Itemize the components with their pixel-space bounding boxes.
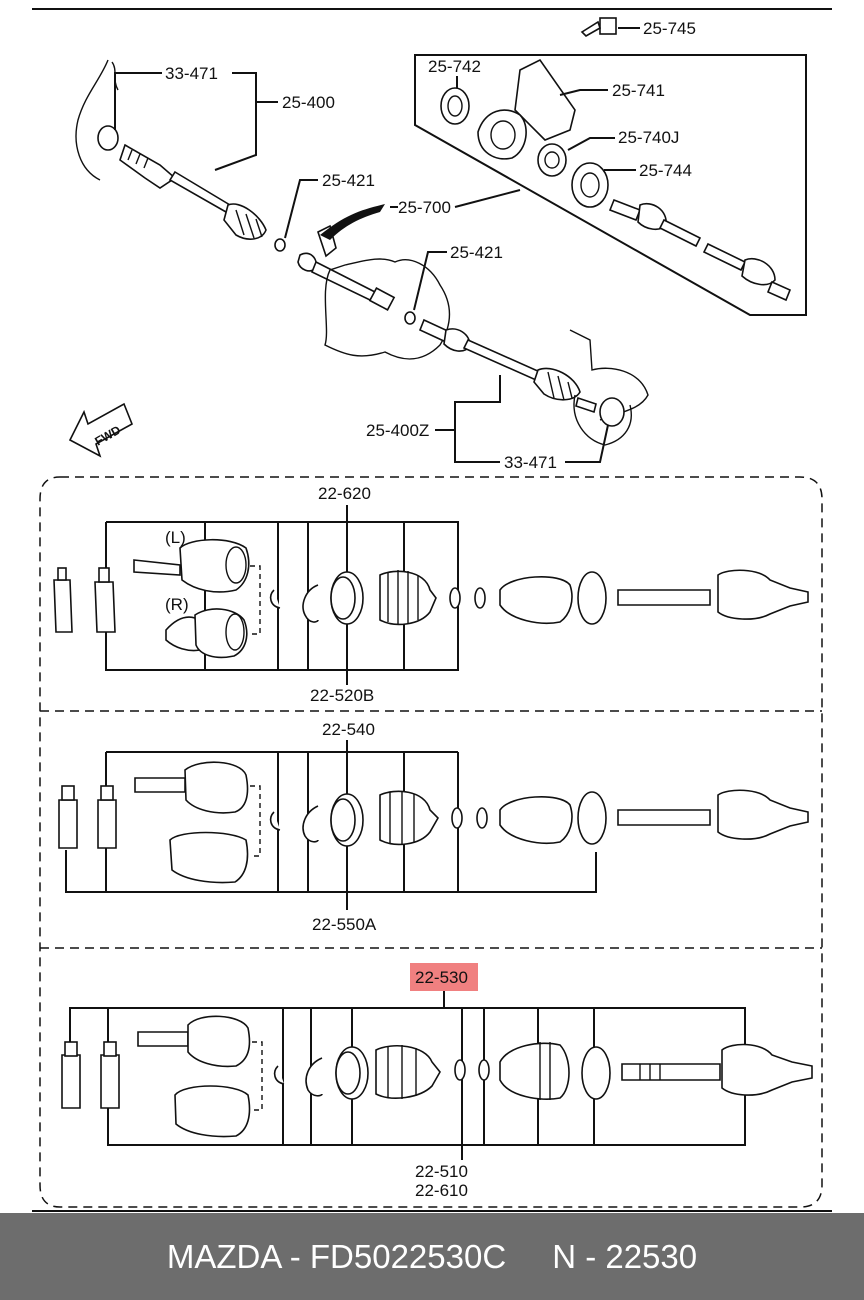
label-25-741: 25-741 — [612, 81, 665, 100]
outer-joint-1 — [717, 569, 809, 620]
inset-shaft — [608, 198, 792, 302]
label-25-745: 25-745 — [643, 19, 696, 38]
inset-box — [414, 54, 807, 316]
footer-part-number: MAZDA - FD5022530C — [166, 1237, 507, 1275]
footer-bar: MAZDA - FD5022530C N - 22530 — [0, 1213, 864, 1300]
driveshaft-right — [418, 318, 597, 414]
label-side-L: (L) — [165, 528, 186, 547]
detail-panel-3: 22-530 22-510 22-610 — [61, 963, 813, 1200]
bearing-25-742 — [440, 87, 470, 125]
detail-panel-2: 22-540 22-550A — [58, 720, 809, 934]
label-25-740J: 25-740J — [618, 128, 679, 147]
label-25-421-a: 25-421 — [322, 171, 375, 190]
intermediate-shaft — [297, 204, 396, 311]
seal-25-744 — [571, 162, 609, 208]
boot-2 — [499, 576, 573, 624]
clip-25-421-a — [274, 238, 286, 252]
joint-L-stub — [133, 559, 181, 576]
clip-25-421-b — [404, 311, 416, 325]
label-33-471-a: 33-471 — [165, 64, 218, 83]
grease-tube-a — [53, 579, 73, 633]
oil-seal-right — [599, 397, 625, 427]
exploded-parts-diagram: 33-471 25-400 25-421 25-700 25-421 — [32, 8, 832, 1212]
label-25-421-b: 25-421 — [450, 243, 503, 262]
highlight-22-530 — [410, 963, 478, 991]
label-33-471-b: 33-471 — [504, 453, 557, 472]
label-22-520B: 22-520B — [310, 686, 374, 705]
label-22-620: 22-620 — [318, 484, 371, 503]
label-25-700: 25-700 — [398, 198, 451, 217]
label-side-R: (R) — [165, 595, 189, 614]
label-25-400: 25-400 — [282, 93, 335, 112]
bolt-25-745 — [580, 17, 617, 37]
upper-assembly: 33-471 25-400 25-421 25-700 25-421 — [68, 17, 807, 472]
label-22-510: 22-510 — [415, 1162, 468, 1181]
label-22-550A: 22-550A — [312, 915, 377, 934]
footer-reference: N - 22530 — [552, 1237, 698, 1275]
label-22-540: 22-540 — [322, 720, 375, 739]
label-25-742: 25-742 — [428, 57, 481, 76]
detail-dashed-box — [39, 476, 823, 1208]
grease-tube-b — [94, 581, 116, 633]
driveshaft-left — [119, 143, 267, 240]
bearing-25-740J — [537, 143, 567, 177]
detail-panel-1: 22-620 22-520B (L) (R) — [53, 484, 809, 705]
bracket-25-741 — [477, 58, 576, 160]
label-25-400Z: 25-400Z — [366, 421, 429, 440]
joint-R-housing — [194, 608, 248, 659]
label-22-530: 22-530 — [415, 968, 468, 987]
circlip-1 — [269, 589, 281, 609]
shaft-1 — [617, 589, 711, 606]
joint-L-housing — [179, 538, 250, 593]
fwd-arrow-icon: FWD — [68, 402, 134, 458]
label-25-744: 25-744 — [639, 161, 692, 180]
oil-seal-left — [97, 125, 119, 151]
label-22-610: 22-610 — [415, 1181, 468, 1200]
